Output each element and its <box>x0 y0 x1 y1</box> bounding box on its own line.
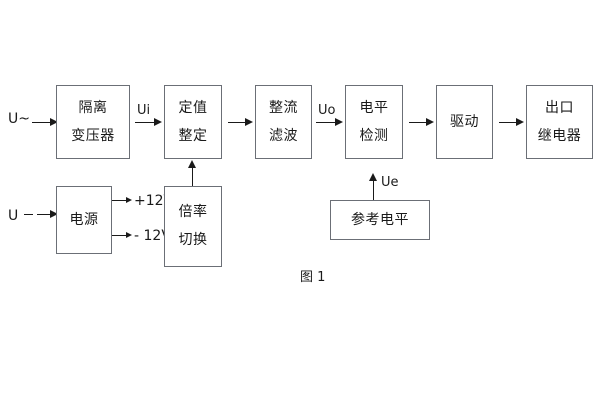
connector-setting-to-rectify <box>228 122 247 123</box>
block-level-detection-line-2: 检测 <box>359 127 389 144</box>
rail-negative-label: - 12V <box>134 228 171 244</box>
ac-input-line <box>32 122 52 123</box>
signal-arrowhead-ui <box>154 117 162 126</box>
dc-input-dash-symbol <box>24 214 33 215</box>
signal-arrowhead-uo <box>335 117 343 126</box>
signal-label-ui: Ui <box>137 103 151 118</box>
connector-level-to-drive <box>409 122 428 123</box>
rail-negative-arrowhead <box>126 231 132 238</box>
connector-drive-to-relay-arrowhead <box>516 117 524 126</box>
block-reference-level: 参考电平 <box>330 200 430 240</box>
signal-line-ui <box>135 122 156 123</box>
block-multiplier-switch-line-2: 切换 <box>178 232 208 248</box>
block-setting-value-line-1: 定值 <box>178 99 208 116</box>
block-level-detection-line-1: 电平 <box>359 99 389 116</box>
connector-multiplier-to-setting <box>192 167 193 186</box>
block-isolation-transformer: 隔离 变压器 <box>56 85 130 159</box>
signal-line-ue <box>373 180 374 200</box>
block-output-relay-line-1: 出口 <box>545 99 574 116</box>
block-rectify-filter-line-1: 整流 <box>269 99 298 116</box>
block-output-relay: 出口 继电器 <box>526 85 593 159</box>
connector-multiplier-to-setting-arrowhead <box>188 160 196 168</box>
block-rectify-filter-line-2: 滤波 <box>269 127 298 144</box>
block-drive-line-1: 驱动 <box>450 113 479 130</box>
block-level-detection: 电平 检测 <box>345 85 403 159</box>
dc-input-label: U <box>8 208 19 224</box>
dc-input-arrowhead <box>50 209 58 218</box>
rail-positive-label: +12V <box>134 193 174 209</box>
connector-level-to-drive-arrowhead <box>426 117 434 126</box>
block-isolation-transformer-line-2: 变压器 <box>71 127 115 144</box>
signal-line-uo <box>316 122 337 123</box>
signal-arrowhead-ue <box>369 173 377 181</box>
figure-caption: 图 1 <box>300 270 326 285</box>
dc-input-line <box>37 214 52 215</box>
signal-label-uo: Uo <box>318 103 336 118</box>
block-drive: 驱动 <box>436 85 493 159</box>
block-multiplier-switch: 倍率 切换 <box>164 186 222 267</box>
block-reference-level-line-1: 参考电平 <box>351 211 409 228</box>
block-setting-value-line-2: 整定 <box>178 127 208 144</box>
rail-positive-line <box>112 200 128 201</box>
block-isolation-transformer-line-1: 隔离 <box>78 99 108 116</box>
block-rectify-filter: 整流 滤波 <box>255 85 312 159</box>
connector-drive-to-relay <box>499 122 518 123</box>
block-power-supply-line-1: 电源 <box>69 211 99 228</box>
block-multiplier-switch-line-1: 倍率 <box>178 204 208 221</box>
connector-setting-to-rectify-arrowhead <box>245 117 253 126</box>
ac-input-arrowhead <box>50 117 58 126</box>
rail-positive-arrowhead <box>126 196 132 203</box>
signal-label-ue: Ue <box>381 175 399 190</box>
ac-input-label: U~ <box>8 111 30 127</box>
block-power-supply: 电源 <box>56 186 112 254</box>
block-setting-value: 定值 整定 <box>164 85 222 159</box>
block-output-relay-line-2: 继电器 <box>537 127 582 144</box>
rail-negative-line <box>112 235 128 236</box>
